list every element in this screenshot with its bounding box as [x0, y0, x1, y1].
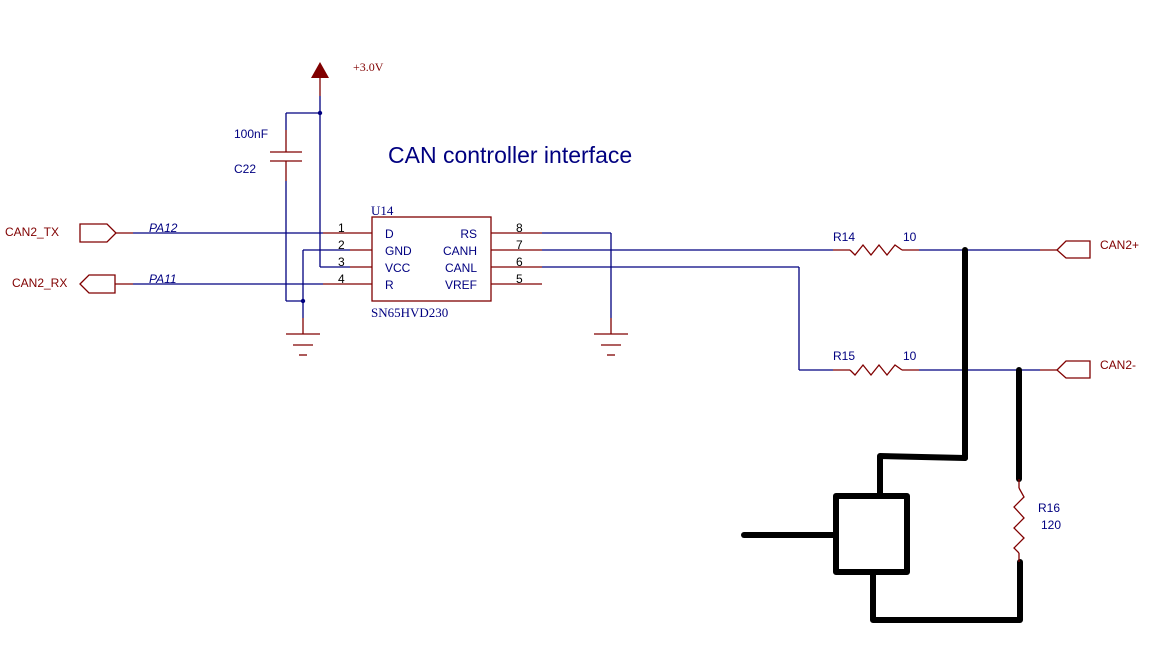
r14-value: 10	[903, 230, 917, 244]
r15-zigzag-icon	[849, 363, 903, 377]
resistor-r16[interactable]: R16 120	[1013, 479, 1061, 562]
pin-name-d: D	[385, 227, 394, 241]
r14-zigzag-icon	[849, 243, 903, 257]
ic-u14[interactable]: U14 SN65HVD230 1 2 3 4 D GND VCC R 8 7 6…	[323, 203, 542, 320]
ground-symbol-right[interactable]	[594, 318, 628, 356]
hand-drawn-annotation	[741, 247, 1023, 623]
vcc-net	[285, 96, 350, 268]
schematic-title: CAN controller interface	[388, 142, 632, 168]
pin-number-5: 5	[516, 272, 523, 286]
annotation-line	[870, 559, 1023, 623]
power-symbol-3v0[interactable]: +3.0V	[311, 60, 384, 96]
pin-name-rs: RS	[460, 227, 477, 241]
port-shape-bidir-icon	[1056, 360, 1091, 379]
r16-zigzag-icon	[1013, 487, 1025, 554]
resistor-r14[interactable]: R14 10	[833, 230, 919, 257]
pin-number-4: 4	[338, 272, 345, 286]
port-can2-minus[interactable]: CAN2-	[1040, 358, 1136, 379]
net-label-pa11: PA11	[149, 272, 177, 286]
ic-ref: U14	[371, 203, 394, 218]
cap-value: 100nF	[234, 127, 268, 141]
cap-ref: C22	[234, 162, 256, 176]
net-label-pa12: PA12	[149, 221, 178, 235]
pin-name-r: R	[385, 278, 394, 292]
port-rx-label: CAN2_RX	[12, 276, 67, 290]
power-arrow-icon	[311, 62, 329, 78]
capacitor-c22[interactable]: 100nF C22	[234, 127, 302, 181]
r15-value: 10	[903, 349, 917, 363]
pin-name-canl: CANL	[445, 261, 477, 275]
r14-ref: R14	[833, 230, 855, 244]
annotation-box	[833, 493, 910, 575]
r16-ref: R16	[1038, 501, 1060, 515]
port-canp-label: CAN2+	[1100, 238, 1139, 252]
port-can2-plus[interactable]: CAN2+	[1040, 238, 1139, 259]
r15-ref: R15	[833, 349, 855, 363]
pin-name-vcc: VCC	[385, 261, 411, 275]
resistor-r15[interactable]: R15 10	[833, 349, 919, 377]
port-can2-tx[interactable]: CAN2_TX	[5, 223, 117, 243]
pin-name-canh: CANH	[443, 244, 477, 258]
port-tx-label: CAN2_TX	[5, 225, 59, 239]
junction-dot	[300, 298, 306, 304]
pin-name-vref: VREF	[445, 278, 477, 292]
power-label: +3.0V	[353, 60, 384, 74]
pin-number-1: 1	[338, 221, 345, 235]
pin-number-7: 7	[516, 238, 523, 252]
annotation-line	[877, 453, 968, 499]
port-shape-output-icon	[79, 223, 117, 243]
pin-number-3: 3	[338, 255, 345, 269]
pin-number-8: 8	[516, 221, 523, 235]
port-can2-rx[interactable]: CAN2_RX	[12, 274, 116, 294]
ic-body	[371, 216, 492, 302]
pin-number-2: 2	[338, 238, 345, 252]
pin-number-6: 6	[516, 255, 523, 269]
port-shape-bidir-icon	[1056, 240, 1091, 259]
r16-value: 120	[1041, 518, 1061, 532]
pin-name-gnd: GND	[385, 244, 412, 258]
port-canm-label: CAN2-	[1100, 358, 1136, 372]
ground-symbol-left[interactable]	[286, 318, 320, 356]
port-shape-input-icon	[79, 274, 116, 294]
ic-part-number: SN65HVD230	[371, 305, 448, 320]
